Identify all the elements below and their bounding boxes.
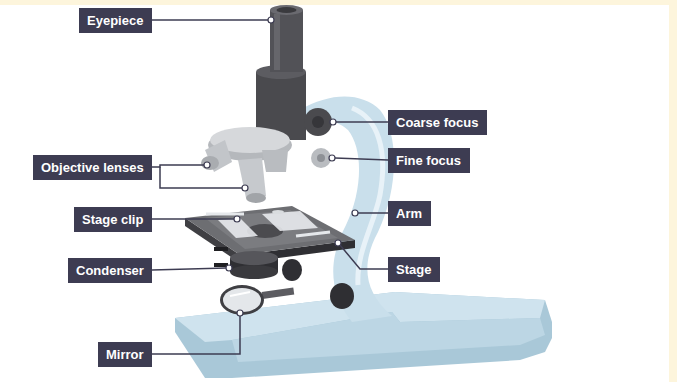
part-label: Fine focus xyxy=(388,148,470,173)
part-name: Fine focus xyxy=(396,154,461,167)
leader-dot xyxy=(330,119,336,125)
stage-knob xyxy=(330,283,354,309)
leader-dot xyxy=(226,265,232,271)
part-name: Stage clip xyxy=(82,213,143,226)
condenser xyxy=(214,247,278,279)
leader-line xyxy=(152,19,268,21)
page-border xyxy=(669,0,677,382)
part-name: Objective lenses xyxy=(41,161,144,174)
objective-lenses xyxy=(201,127,292,203)
part-label: Mirror xyxy=(98,342,152,367)
mirror xyxy=(220,285,294,315)
leader-dots xyxy=(204,17,358,316)
leader-dot xyxy=(204,162,210,168)
leader-dot xyxy=(268,17,274,23)
part-name: Stage xyxy=(396,263,431,276)
leader-line xyxy=(152,316,240,354)
stage-knob xyxy=(282,259,302,281)
part-label: Condenser xyxy=(68,258,152,283)
fine-focus-knob xyxy=(317,154,325,162)
part-label: Stage xyxy=(388,257,440,282)
part-label: Arm xyxy=(388,201,431,226)
page-border xyxy=(0,0,677,5)
leader-line xyxy=(340,245,388,269)
leader-line xyxy=(152,218,234,220)
leader-line xyxy=(160,167,242,188)
leader-line xyxy=(335,158,388,160)
leader-lines xyxy=(152,20,388,354)
part-label: Eyepiece xyxy=(79,8,152,33)
coarse-focus-knob xyxy=(312,116,324,128)
part-label: Stage clip xyxy=(74,207,152,232)
part-label: Objective lenses xyxy=(33,155,152,180)
leader-line xyxy=(358,212,388,214)
body-tube xyxy=(256,5,306,140)
part-name: Condenser xyxy=(76,264,144,277)
leader-dot xyxy=(242,185,248,191)
part-name: Eyepiece xyxy=(87,14,143,27)
leader-dot xyxy=(352,210,358,216)
part-name: Coarse focus xyxy=(396,116,478,129)
fine-focus-knob xyxy=(311,148,331,168)
leader-dot xyxy=(335,240,341,246)
leader-line xyxy=(152,165,204,167)
leader-line xyxy=(152,268,226,270)
leader-dot xyxy=(329,155,335,161)
part-label: Coarse focus xyxy=(388,110,487,135)
part-name: Arm xyxy=(396,207,422,220)
part-name: Mirror xyxy=(106,348,144,361)
leader-dot xyxy=(237,310,243,316)
leader-line xyxy=(336,121,388,123)
coarse-focus-knob xyxy=(304,108,332,136)
arm xyxy=(300,97,394,323)
leader-dot xyxy=(234,216,240,222)
